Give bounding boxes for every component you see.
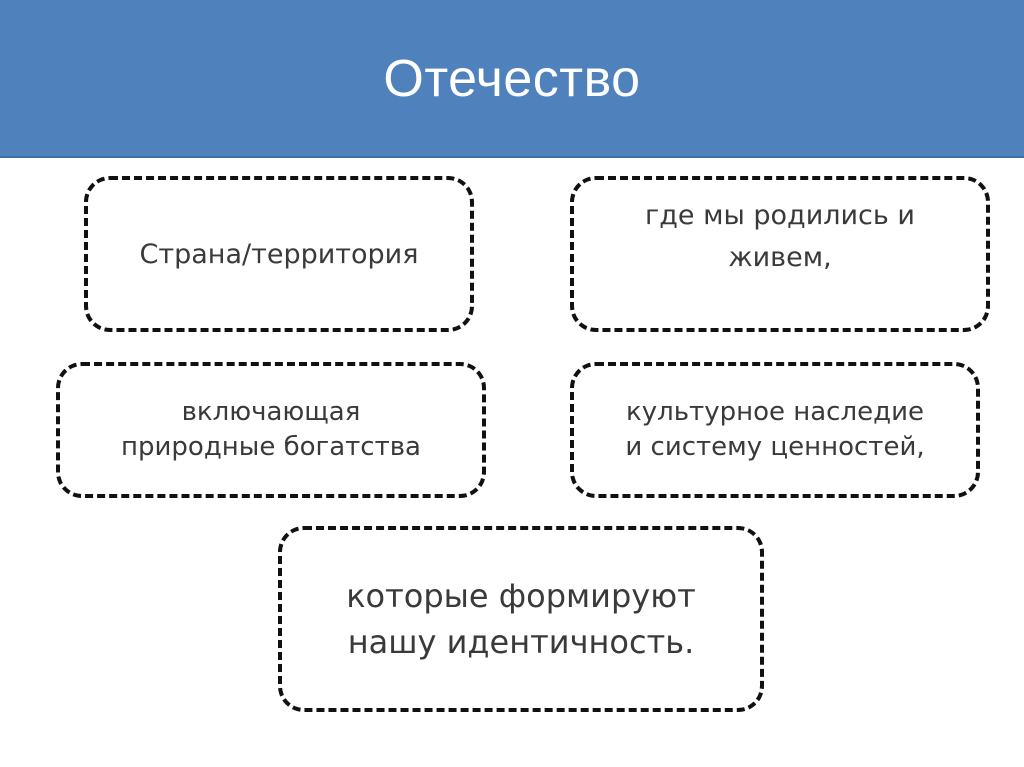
box-text-line: природные богатства bbox=[121, 432, 421, 462]
concept-box-natural-resources: включающая природные богатства bbox=[56, 362, 486, 498]
concept-box-where-born: где мы родились и живем, bbox=[570, 176, 990, 332]
box-text-line: включающая bbox=[181, 396, 361, 427]
box-text-line: культурное наследие bbox=[626, 396, 924, 427]
box-text-line: Страна/территория bbox=[139, 238, 419, 270]
box-text-line: и систему ценностей, bbox=[625, 432, 925, 462]
concept-box-country-territory: Страна/территория bbox=[84, 176, 474, 332]
box-text-line: которые формируют bbox=[346, 576, 696, 615]
concept-box-cultural-heritage: культурное наследие и систему ценностей, bbox=[570, 362, 980, 498]
slide-title: Отечество bbox=[383, 50, 641, 108]
title-bar bbox=[0, 0, 1024, 158]
box-text-line: живем, bbox=[728, 242, 832, 273]
box-text-line: где мы родились и bbox=[645, 200, 915, 232]
concept-box-identity: которые формируют нашу идентичность. bbox=[278, 526, 764, 712]
box-text-line: нашу идентичность. bbox=[347, 623, 695, 661]
